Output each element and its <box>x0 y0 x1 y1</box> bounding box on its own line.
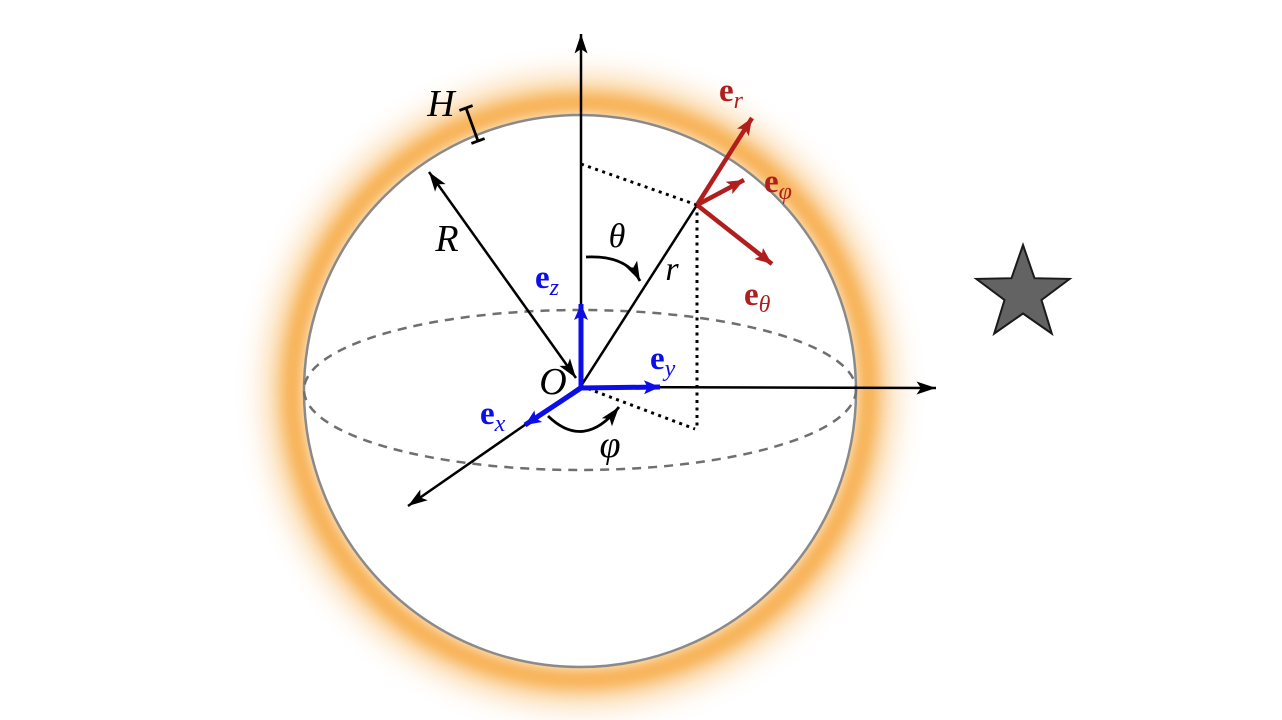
label-e-r-sub: r <box>734 88 744 114</box>
label-r: r <box>665 251 679 288</box>
label-e-theta-base: e <box>744 277 759 313</box>
radial-line <box>579 204 699 387</box>
star-icon <box>973 241 1073 337</box>
projection-dotted-line-lower <box>580 384 696 431</box>
label-e-z: ez <box>535 260 560 301</box>
label-e-r: er <box>719 73 744 114</box>
radius-double-arrow <box>427 171 578 379</box>
height-tick-cap-bottom <box>470 137 486 145</box>
label-e-x-sub: x <box>494 411 506 437</box>
label-e-theta-sub: θ <box>759 292 771 318</box>
height-tick-mark <box>458 104 486 145</box>
e-phi-vector <box>695 178 746 207</box>
label-e-r-base: e <box>719 73 734 109</box>
label-e-y: ey <box>650 341 676 382</box>
theta-angle-arc <box>585 255 642 282</box>
label-e-phi: eφ <box>764 164 792 205</box>
label-e-phi-base: e <box>764 164 779 200</box>
label-e-y-sub: y <box>663 356 676 382</box>
label-e-z-sub: z <box>549 275 560 301</box>
height-tick-line <box>464 107 480 142</box>
e-r-vector <box>695 116 754 207</box>
label-H: H <box>426 83 457 125</box>
e-y-vector <box>580 380 661 395</box>
label-e-phi-sub: φ <box>779 179 792 205</box>
e-theta-vector <box>695 203 774 266</box>
label-e-z-base: e <box>535 260 550 296</box>
label-R: R <box>434 218 458 260</box>
label-e-x: ex <box>480 396 506 437</box>
e-x-vector <box>523 385 583 428</box>
height-tick-cap-top <box>458 104 474 112</box>
label-theta: θ <box>609 218 626 255</box>
label-e-x-base: e <box>480 396 495 432</box>
label-e-y-base: e <box>650 341 665 377</box>
phi-angle-arc <box>547 406 621 433</box>
projection-dotted-line-upper <box>580 162 698 207</box>
label-phi: φ <box>599 424 620 466</box>
label-O: O <box>539 361 566 403</box>
label-e-theta: eθ <box>744 277 771 318</box>
